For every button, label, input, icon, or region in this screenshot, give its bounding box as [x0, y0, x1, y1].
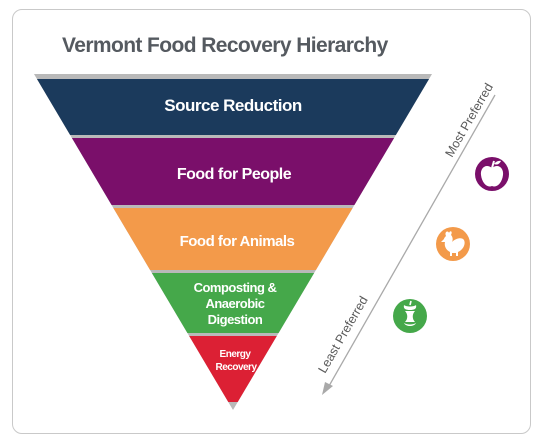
least-preferred-label: Least Preferred: [315, 294, 370, 376]
diagram-title: Vermont Food Recovery Hierarchy: [62, 34, 388, 57]
tier-source-reduction: [34, 79, 432, 135]
tier-label-source-reduction: Source Reduction: [164, 96, 302, 115]
chicken-icon: [436, 227, 470, 261]
tier-label-food-for-people: Food for People: [177, 166, 292, 183]
tier-energy-recovery: [34, 336, 432, 402]
apple-icon: [475, 157, 509, 191]
preference-arrow-line: [328, 94, 496, 387]
tier-label-energy-line1: Energy: [220, 349, 252, 360]
preference-arrow-head: [322, 382, 333, 395]
tier-label-composting-line1: Composting &: [194, 280, 277, 295]
apple-core-icon: [393, 299, 427, 333]
most-preferred-label: Most Preferred: [442, 81, 495, 160]
tier-label-food-for-animals: Food for Animals: [180, 233, 295, 250]
tier-label-energy-line2: Recovery: [215, 362, 257, 373]
tier-label-composting-line3: Digestion: [208, 312, 263, 327]
tier-label-composting-line2: Anaerobic: [205, 296, 264, 311]
